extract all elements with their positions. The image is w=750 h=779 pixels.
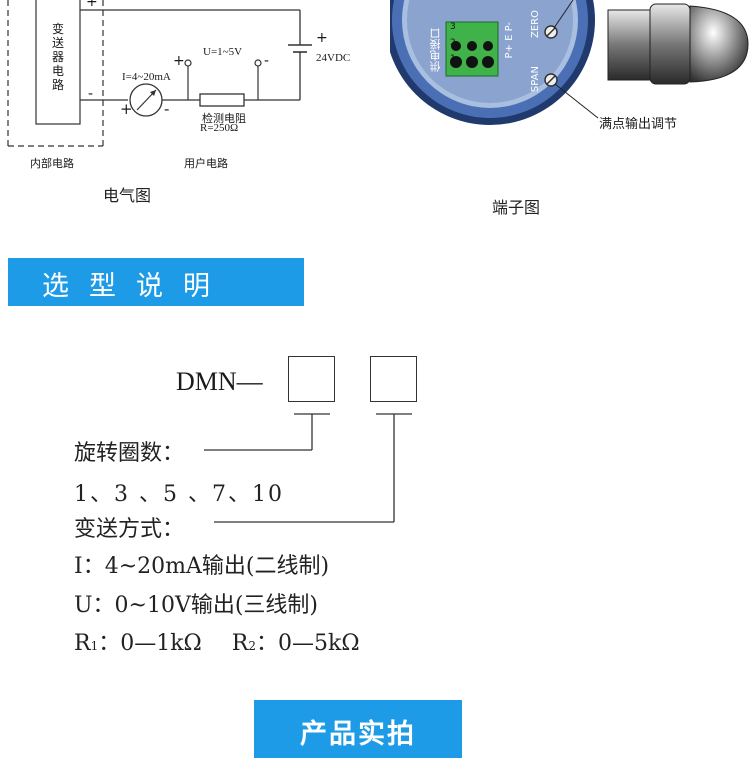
turns-values: 1、3 、5 、7、10 [74, 482, 284, 507]
voltage-minus-sign: - [264, 53, 270, 69]
r1-value: ：0—1kΩ [98, 631, 202, 656]
terminal-minus-sign: - [88, 86, 94, 102]
r1-subscript: 1 [90, 639, 99, 653]
turns-label: 旋转圈数： [74, 441, 185, 466]
terminal-plus-sign: + [86, 0, 98, 10]
electrical-diagram [7, 0, 312, 147]
current-label: I=4~20mA [122, 71, 171, 83]
option-voltage: U：0~10V输出(三线制) [74, 593, 319, 618]
model-prefix: DMN— [176, 367, 263, 396]
terminal-diagram [390, 0, 749, 125]
electrical-diagram-caption: 电气图 [103, 186, 152, 205]
product-photo-banner: 产品实拍 [254, 700, 462, 758]
terminal-diagram-caption: 端子图 [492, 198, 541, 217]
power-label: 24VDC [316, 52, 351, 64]
transmitter-box-label: 变送器电路 [51, 22, 64, 92]
span-callout: 满点输出调节 [599, 117, 678, 132]
turns-code-box [288, 356, 335, 402]
pin-number-1: 1 [450, 54, 456, 64]
meter-plus-sign: + [120, 100, 133, 118]
user-circuit-label: 用户电路 [184, 157, 228, 170]
output-code-box [370, 356, 417, 402]
meter-minus-sign: - [164, 100, 170, 118]
resistor-value: R=250Ω [200, 122, 239, 134]
option-current: I：4~20mA输出(二线制) [74, 554, 330, 579]
r2-value: ：0—5kΩ [256, 631, 360, 656]
selection-banner-title: 选型说明 [42, 271, 230, 302]
r1-prefix: R [74, 631, 91, 656]
r2-subscript: 2 [248, 639, 257, 653]
selection-banner: 选型说明 [8, 258, 304, 306]
resistance-options: R1：0—1kΩ R2：0—5kΩ [74, 625, 360, 657]
r2-prefix: R [231, 631, 249, 656]
resistor-label: 检测电阻 [202, 112, 246, 125]
output-label: 变送方式： [74, 517, 185, 542]
internal-circuit-label: 内部电路 [30, 157, 74, 170]
voltage-label: U=1~5V [203, 46, 243, 58]
selection-connector-lines [204, 413, 412, 523]
product-photo-banner-title: 产品实拍 [300, 719, 416, 750]
power-plus-sign: + [316, 30, 328, 46]
pin-number-2: 2 [450, 38, 456, 48]
voltage-plus-sign: + [173, 53, 185, 69]
pin-number-3: 3 [450, 22, 456, 32]
